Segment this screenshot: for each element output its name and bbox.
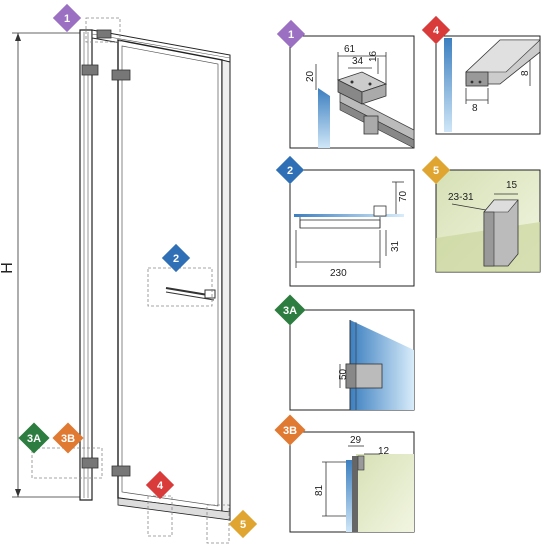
svg-text:23-31: 23-31 [448, 192, 474, 203]
hinged-door [117, 39, 223, 513]
door-handle [165, 287, 216, 301]
main-door-drawing: H [0, 3, 258, 544]
svg-text:4: 4 [433, 25, 440, 37]
svg-text:5: 5 [240, 519, 246, 531]
svg-text:50: 50 [338, 368, 349, 380]
badge-3b-detail: 3B [274, 414, 306, 446]
badge-3a-detail: 3A [274, 294, 306, 326]
svg-text:8: 8 [472, 103, 478, 114]
svg-text:20: 20 [305, 70, 316, 82]
svg-text:8: 8 [520, 70, 531, 76]
svg-text:2: 2 [173, 253, 179, 265]
svg-text:1: 1 [288, 29, 294, 41]
svg-text:2: 2 [287, 165, 293, 177]
svg-text:5: 5 [433, 165, 439, 177]
badge-3b-main: 3B [52, 422, 84, 454]
hinge-top-left [81, 64, 99, 76]
svg-text:16: 16 [368, 50, 379, 62]
badge-5-main: 5 [228, 509, 258, 539]
svg-text:1: 1 [64, 13, 70, 25]
detail-3b-panel: 29 12 81 [289, 431, 415, 533]
svg-text:70: 70 [398, 190, 409, 202]
detail-4-panel: 8 8 [435, 35, 541, 135]
svg-text:3A: 3A [27, 433, 41, 445]
svg-text:12: 12 [378, 446, 390, 457]
height-label: H [0, 262, 16, 274]
svg-text:31: 31 [390, 240, 401, 252]
svg-text:15: 15 [506, 180, 518, 191]
svg-text:34: 34 [352, 56, 364, 67]
svg-text:4: 4 [157, 480, 164, 492]
detail-3a-panel: 50 [289, 309, 415, 411]
top-bracket [96, 29, 112, 39]
fixed-panel [79, 29, 93, 501]
svg-text:3A: 3A [283, 305, 297, 317]
svg-text:230: 230 [330, 268, 347, 279]
detail-box-1 [85, 17, 121, 43]
svg-text:3B: 3B [61, 433, 75, 445]
svg-text:61: 61 [344, 44, 356, 55]
detail-2-panel: 230 31 70 [289, 169, 415, 287]
svg-text:29: 29 [350, 435, 362, 446]
badge-1-main: 1 [52, 3, 82, 33]
detail-5-panel: 23-31 15 [435, 169, 541, 273]
hinge-bottom-left [81, 457, 99, 469]
hinge-bottom-right [111, 465, 131, 477]
svg-text:3B: 3B [283, 425, 297, 437]
badge-3a-main: 3A [18, 422, 50, 454]
svg-text:81: 81 [314, 484, 325, 496]
hinge-top-right [111, 69, 131, 81]
detail-1-panel: 61 34 16 20 [289, 35, 415, 149]
